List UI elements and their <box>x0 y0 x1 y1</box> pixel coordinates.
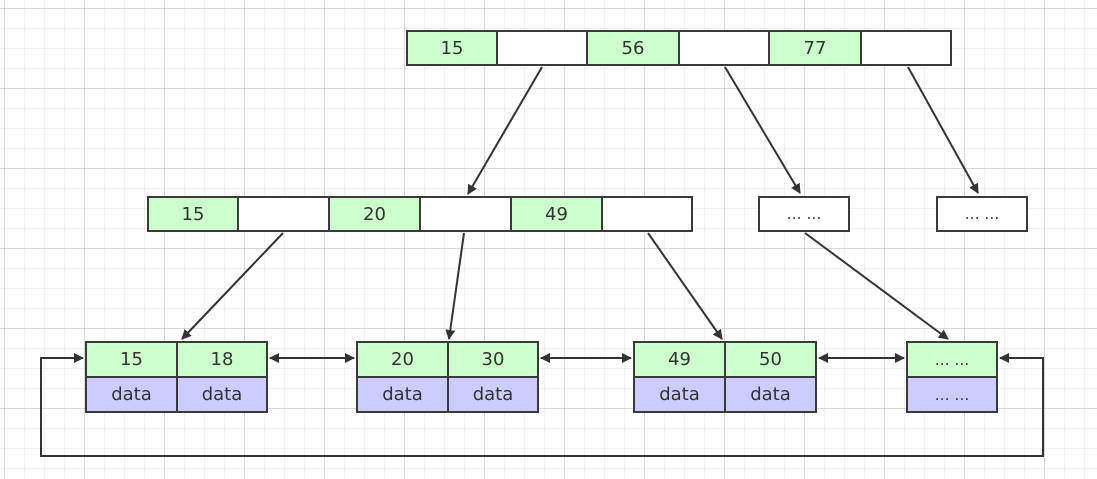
internal-node-placeholder: … … <box>758 196 850 232</box>
leaf-3-data-2: data <box>724 376 817 413</box>
edge-root-to-placeholder-1 <box>724 66 801 194</box>
edge-internal-to-leaf-2 <box>445 232 465 340</box>
edge-root-to-placeholder-2 <box>907 66 979 194</box>
leaf-1-key-2: 18 <box>176 341 268 378</box>
leaf-4-key-placeholder: … … <box>906 341 998 378</box>
leaf-loop-left <box>40 353 100 457</box>
leaf-3-data-1: data <box>633 376 726 413</box>
leaf-1-data-1: data <box>85 376 178 413</box>
internal-pointer-2 <box>419 196 512 232</box>
root-pointer-2 <box>678 30 770 66</box>
root-key-3: 77 <box>768 30 862 66</box>
leaf-2-key-1: 20 <box>356 341 449 378</box>
leaf-2-data-1: data <box>356 376 449 413</box>
leaf-2-data-2: data <box>447 376 539 413</box>
edge-root-to-internal <box>467 66 543 195</box>
internal-key-2: 20 <box>328 196 421 232</box>
leaf-3-key-1: 49 <box>633 341 726 378</box>
root-pointer-1 <box>496 30 588 66</box>
internal-key-1: 15 <box>147 196 239 232</box>
internal-node-placeholder: … … <box>936 196 1028 232</box>
leaf-loop-right <box>100 353 1044 457</box>
edge-placeholder-to-leaf-4 <box>804 232 949 340</box>
leaf-1-key-1: 15 <box>85 341 178 378</box>
root-key-2: 56 <box>586 30 680 66</box>
leaf-2-key-2: 30 <box>447 341 539 378</box>
edge-internal-to-leaf-1 <box>181 232 284 340</box>
internal-pointer-1 <box>237 196 330 232</box>
leaf-1-data-2: data <box>176 376 268 413</box>
internal-key-3: 49 <box>510 196 603 232</box>
root-key-1: 15 <box>406 30 498 66</box>
root-pointer-3 <box>860 30 952 66</box>
leaf-4-data-placeholder: … … <box>906 376 998 413</box>
leaf-3-key-2: 50 <box>724 341 817 378</box>
edge-internal-to-leaf-3 <box>647 232 723 340</box>
internal-pointer-3 <box>601 196 693 232</box>
